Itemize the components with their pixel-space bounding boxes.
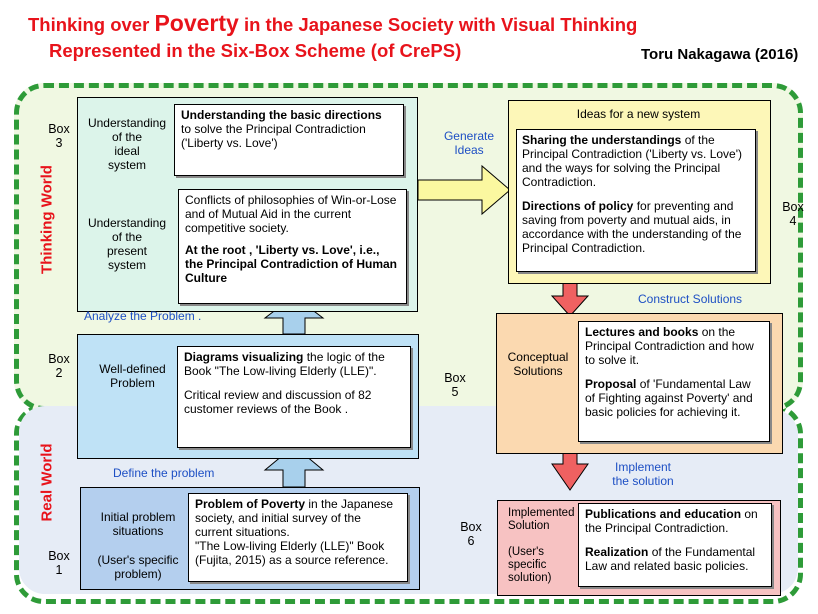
box-3-ideal-label: Understanding of the ideal system	[87, 116, 167, 172]
arrow-right-generate-icon	[417, 164, 511, 216]
step-implement-solution: Implement the solution	[612, 460, 674, 488]
box-4-header: Ideas for a new system	[576, 107, 701, 121]
box-2-label: Well-defined Problem	[99, 362, 166, 390]
box-5-text: Lectures and books on the Principal Cont…	[578, 321, 770, 442]
box-6-number: Box 6	[460, 520, 482, 548]
box-1-number: Box 1	[48, 549, 70, 577]
box-5-number: Box 5	[444, 371, 466, 399]
author: Toru Nakagawa (2016)	[641, 46, 799, 63]
box-3-number: Box 3	[48, 122, 70, 150]
step-define-problem: Define the problem	[113, 466, 215, 480]
arrow-down-implement-icon	[551, 451, 589, 491]
box-6-text: Publications and education on the Princi…	[578, 503, 772, 587]
box-4-text: Sharing the understandings of the Princi…	[516, 129, 756, 272]
box-6-sublabel: (User's specific solution)	[508, 546, 552, 584]
box-2-number: Box 2	[48, 352, 70, 380]
box-3-present-label: Understanding of the present system	[87, 216, 167, 272]
step-analyze-problem: Analyze the Problem .	[84, 309, 202, 323]
arrow-down-construct-icon	[550, 282, 590, 317]
box-3-present-text: Conflicts of philosophies of Win-or-Lose…	[178, 189, 407, 304]
box-5-label: Conceptual Solutions	[507, 350, 569, 378]
box-6-label: Implemented Solution	[508, 507, 575, 532]
step-construct-solutions: Construct Solutions	[638, 292, 743, 306]
box-1-text: Problem of Poverty in the Japanese socie…	[188, 493, 408, 582]
box-1-label: Initial problem situations	[100, 510, 176, 538]
title-line-1: Thinking over Poverty in the Japanese So…	[28, 10, 638, 36]
title-line-2: Represented in the Six-Box Scheme (of Cr…	[49, 40, 462, 61]
box-2-text: Diagrams visualizing the logic of the Bo…	[177, 346, 411, 448]
box-4-number: Box 4	[782, 200, 804, 228]
step-generate-ideas: Generate Ideas	[443, 129, 495, 157]
box-1-sublabel: (User's specific problem)	[97, 553, 179, 581]
